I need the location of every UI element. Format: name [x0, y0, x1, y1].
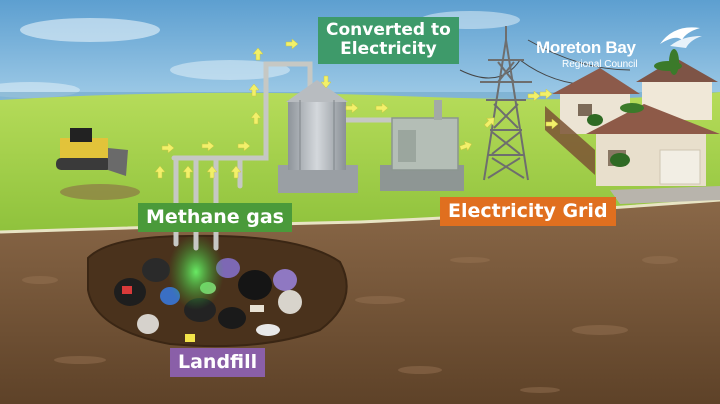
converted-label-line2: Electricity [340, 38, 437, 59]
bulldozer-icon [56, 128, 128, 176]
electricity-grid-label: Electricity Grid [440, 197, 616, 226]
converted-label-line1: Converted to [326, 20, 451, 40]
silo-icon [278, 80, 358, 193]
pylon-icon [480, 26, 532, 181]
road [610, 186, 720, 204]
fence [545, 106, 595, 175]
methane-gas-label: Methane gas [138, 203, 292, 232]
wave-logo-icon [660, 27, 702, 48]
generator-icon [380, 100, 464, 191]
palm-tree-icon [587, 49, 682, 167]
converted-to-electricity-label: Converted to Electricity [318, 17, 459, 65]
logo-subtitle: Regional Council [562, 59, 638, 70]
cloud [20, 18, 160, 42]
dirt-mound [60, 184, 140, 200]
council-logo: Moreton Bay Regional Council [536, 22, 706, 82]
soil-texture [22, 256, 678, 393]
cloud [170, 60, 290, 80]
landfill-label: Landfill [170, 348, 266, 377]
methane-glow [168, 234, 224, 310]
logo-name: Moreton Bay [536, 38, 636, 57]
